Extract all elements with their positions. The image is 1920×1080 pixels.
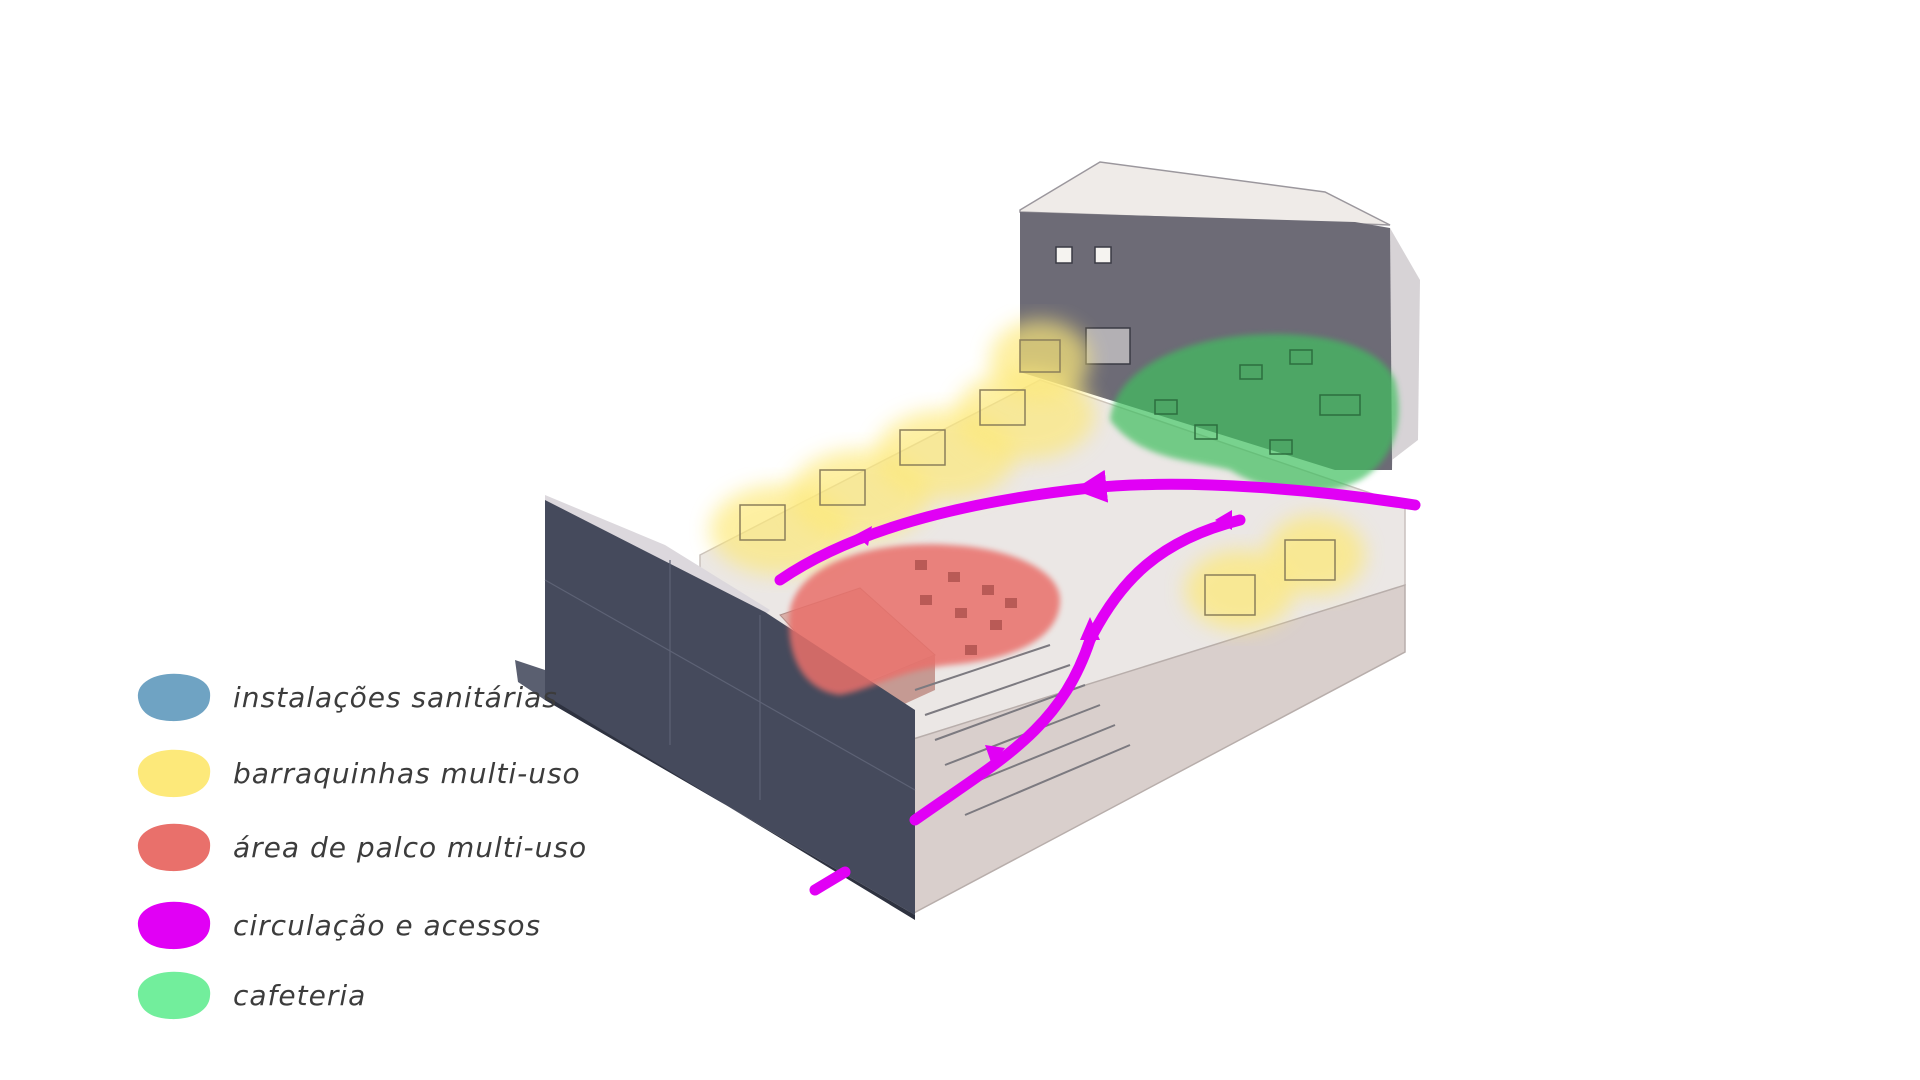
front-wall [545, 500, 915, 915]
front-awning [515, 660, 545, 700]
stall [1284, 539, 1336, 581]
legend-label-cafe: cafeteria [233, 979, 367, 1012]
arrowhead [985, 745, 1005, 765]
arrowhead [1080, 617, 1100, 640]
circulation-path-entry [809, 866, 851, 896]
stall [819, 469, 866, 506]
stalls-zone [710, 320, 1365, 630]
legend-item-circulation: circulação e acessos [130, 896, 650, 966]
legend-swatch-sanitary [137, 673, 211, 722]
door [1085, 327, 1131, 365]
stall [739, 504, 786, 541]
stall [1019, 339, 1061, 373]
rear-roof [1019, 161, 1391, 226]
cafe-zone [1110, 334, 1399, 493]
stall [979, 389, 1026, 426]
legend-label-stage: área de palco multi-uso [233, 831, 588, 864]
legend-item-cafe: cafeteria [130, 966, 650, 1036]
stall [1204, 574, 1256, 616]
circulation-arrowheads [855, 478, 1232, 765]
legend-label-stalls: barraquinhas multi-uso [233, 757, 581, 790]
legend-item-sanitary: instalações sanitárias [130, 668, 650, 738]
swatch-blob [137, 971, 211, 1020]
legend-swatch-stage [137, 823, 211, 872]
stall [899, 429, 946, 466]
swatch-blob [137, 901, 211, 950]
front-building [515, 495, 916, 920]
legend-swatch-stalls [137, 749, 211, 798]
circulation-path-lower [909, 514, 1246, 826]
legend-label-sanitary: instalações sanitárias [233, 681, 558, 714]
front-panel-lines [544, 560, 916, 800]
window [1055, 246, 1073, 264]
rear-windows [1055, 246, 1131, 365]
arrowhead [1080, 478, 1098, 498]
legend-swatch-cafe [137, 971, 211, 1020]
legend-item-stage: área de palco multi-uso [130, 818, 650, 888]
arrowhead [1215, 510, 1232, 530]
stage-equipment [915, 560, 1017, 655]
swatch-blob [137, 749, 211, 798]
stall-frames [739, 339, 1336, 616]
arrowhead [855, 526, 872, 546]
cafe-furniture [1154, 349, 1361, 455]
window [1094, 246, 1112, 264]
legend-label-circulation: circulação e acessos [233, 909, 542, 942]
stage-zone [789, 544, 1060, 695]
legend-item-stalls: barraquinhas multi-uso [130, 744, 650, 814]
legend-swatch-circulation [137, 901, 211, 950]
swatch-blob [137, 673, 211, 722]
front-wall-lower [520, 680, 915, 920]
swatch-blob [137, 823, 211, 872]
